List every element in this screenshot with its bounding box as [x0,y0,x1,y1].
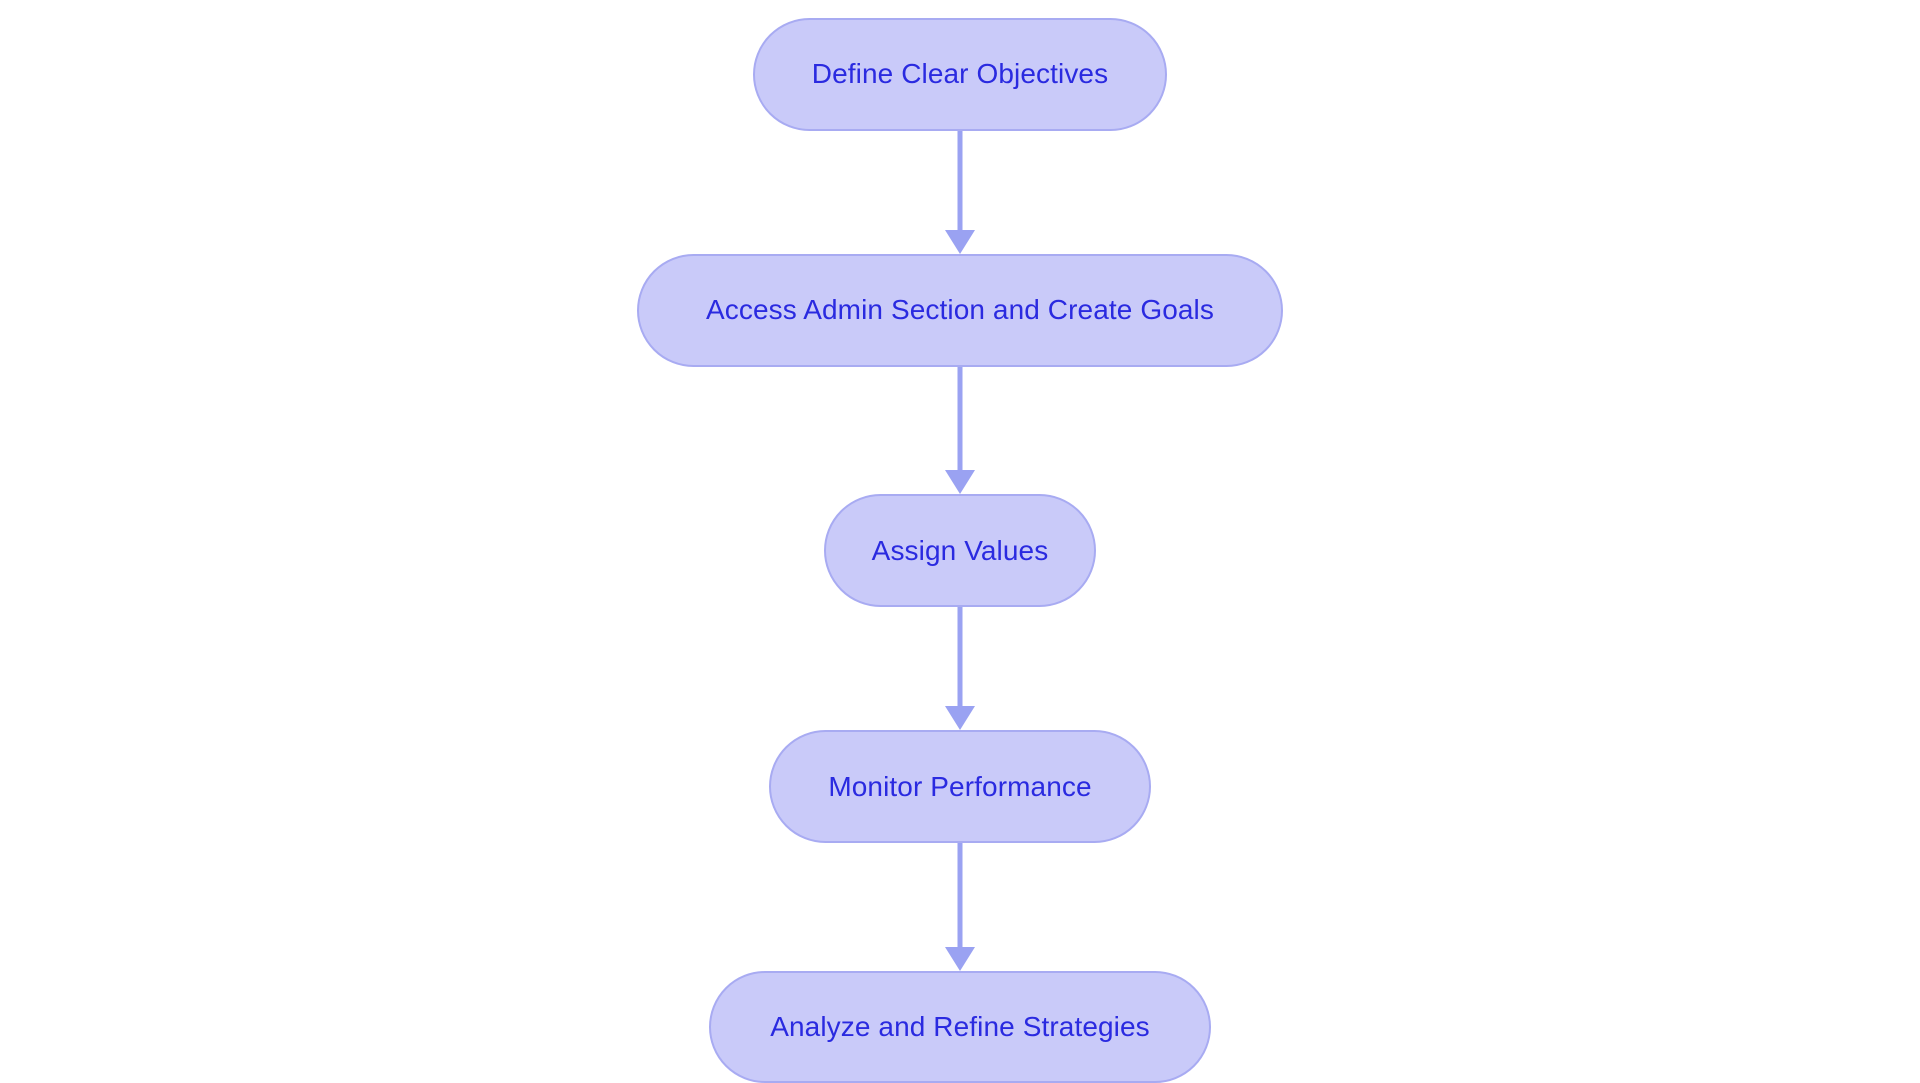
flow-node-label: Assign Values [871,534,1049,566]
flow-connector-4 [940,842,980,971]
flow-node-analyze-and-refine-strategies[interactable]: Analyze and Refine Strategies [709,970,1211,1083]
connector-line [957,366,963,473]
flow-node-define-clear-objectives[interactable]: Define Clear Objectives [753,18,1167,131]
flow-connector-3 [940,606,980,731]
flow-node-label: Monitor Performance [828,770,1092,802]
flow-connector-1 [940,130,980,255]
flow-node-access-admin-section-and-create-goals[interactable]: Access Admin Section and Create Goals [637,254,1283,367]
arrow-down-icon [945,946,975,971]
flow-node-label: Access Admin Section and Create Goals [706,294,1214,326]
flow-node-label: Define Clear Objectives [811,58,1109,90]
flow-node-assign-values[interactable]: Assign Values [824,494,1096,607]
connector-line [957,842,963,949]
arrow-down-icon [945,470,975,495]
arrow-down-icon [945,230,975,255]
connector-line [957,606,963,709]
flow-connector-2 [940,366,980,495]
flow-node-label: Analyze and Refine Strategies [770,1010,1150,1042]
arrow-down-icon [945,706,975,731]
flow-node-monitor-performance[interactable]: Monitor Performance [769,730,1151,843]
connector-line [957,130,963,233]
